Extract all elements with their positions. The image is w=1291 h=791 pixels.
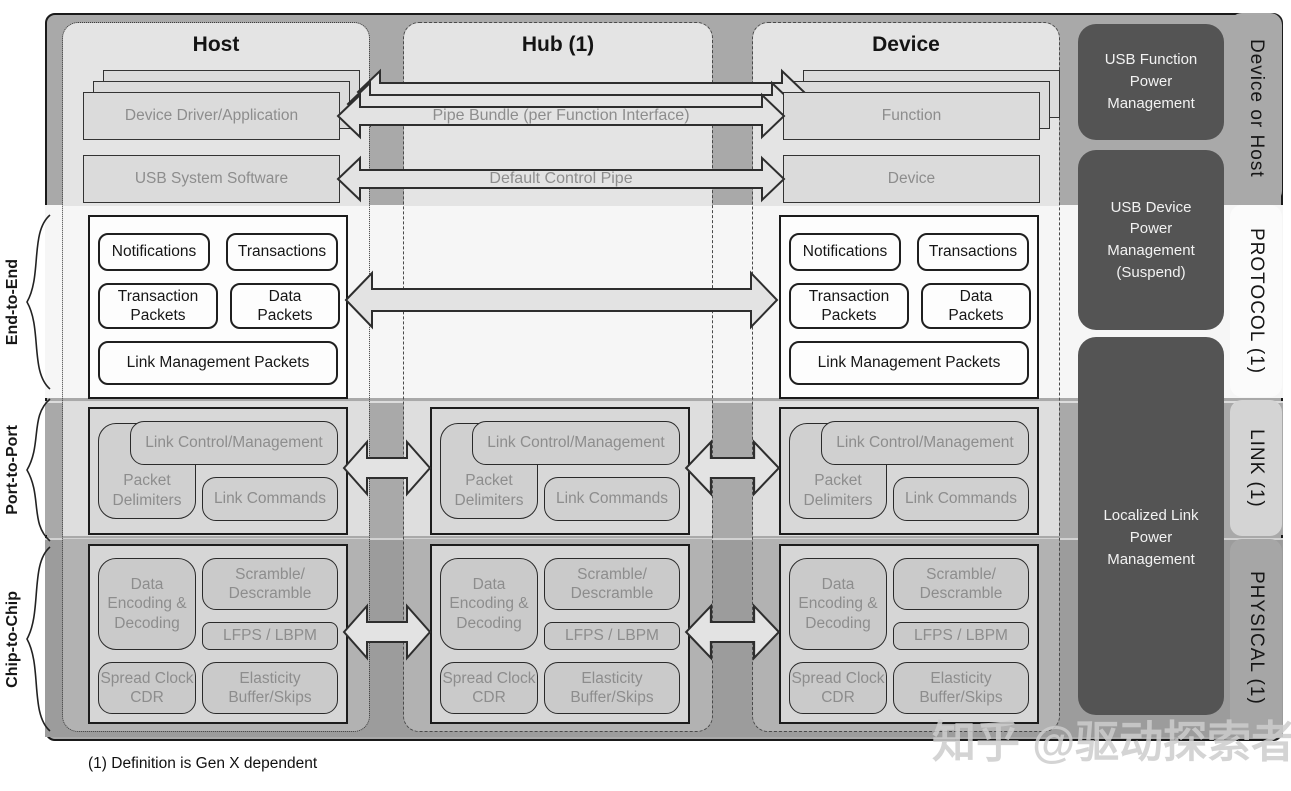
host-scramble-box: Scramble/ Descramble [202,558,338,610]
hub-link-commands-box: Link Commands [544,477,680,521]
hub-scramble-box: Scramble/ Descramble [544,558,680,610]
host-link-control-box: Link Control/Management [130,421,338,465]
device-or-host-label: Device or Host [1246,38,1267,178]
host-transaction-packets-box: Transaction Packets [98,283,218,329]
link-hub-device-arrow-icon [684,439,781,497]
device-elasticity-box: Elasticity Buffer/Skips [893,662,1029,714]
device-link-control-box: Link Control/Management [821,421,1029,465]
watermark: 知乎 @驱动探索者 [932,718,1291,767]
device-notifications-box: Notifications [789,233,901,271]
physical-host-hub-arrow-icon [342,603,432,661]
default-control-pipe-arrow-icon [336,155,786,203]
host-transactions-box: Transactions [226,233,338,271]
device-data-encoding-box: Data Encoding & Decoding [789,558,887,650]
localized-link-power-box: Localized Link Power Management [1078,337,1224,715]
layer-braces-icon [26,214,51,732]
host-protocol-container: Notifications Transactions Transaction P… [88,215,348,399]
port-to-port-wrap: Port-to-Port [0,399,26,541]
physical-hub-device-arrow-icon [684,603,781,661]
hub-data-encoding-box: Data Encoding & Decoding [440,558,538,650]
link-strip: LINK (1) [1230,400,1282,536]
end-to-end-wrap: End-to-End [0,215,26,389]
hub-physical-container: Data Encoding & Decoding Scramble/ Descr… [430,544,690,724]
link-label: LINK (1) [1246,428,1267,508]
physical-strip: PHYSICAL (1) [1230,539,1282,737]
host-link-management-packets-box: Link Management Packets [98,341,338,385]
host-link-commands-box: Link Commands [202,477,338,521]
device-scramble-box: Scramble/ Descramble [893,558,1029,610]
device-link-management-packets-box: Link Management Packets [789,341,1029,385]
chip-to-chip-label: Chip-to-Chip [4,590,21,688]
device-data-packets-box: Data Packets [921,283,1031,329]
hub-link-control-box: Link Control/Management [472,421,680,465]
port-to-port-label: Port-to-Port [4,425,21,515]
protocol-strip: PROTOCOL (1) [1230,205,1282,397]
hub-elasticity-box: Elasticity Buffer/Skips [544,662,680,714]
host-data-encoding-box: Data Encoding & Decoding [98,558,196,650]
link-host-hub-arrow-icon [342,439,432,497]
protocol-label: PROTOCOL (1) [1246,227,1267,375]
hub-title: Hub (1) [521,33,595,56]
device-physical-container: Data Encoding & Decoding Scramble/ Descr… [779,544,1039,724]
default-control-pipe-label: Default Control Pipe [489,170,633,187]
chip-to-chip-wrap: Chip-to-Chip [0,547,26,731]
device-title: Device [872,33,940,56]
usb-function-power-box: USB Function Power Management [1078,24,1224,140]
host-spread-clock-box: Spread Clock CDR [98,662,196,714]
device-lfps-box: LFPS / LBPM [893,622,1029,650]
hub-lfps-box: LFPS / LBPM [544,622,680,650]
device-link-container: Packet Delimiters Link Control/Managemen… [779,407,1039,535]
end-to-end-label: End-to-End [4,258,21,346]
hub-spread-clock-box: Spread Clock CDR [440,662,538,714]
host-lfps-box: LFPS / LBPM [202,622,338,650]
pipe-bundle-label: Pipe Bundle (per Function Interface) [432,107,690,124]
pipe-bundle-arrow-icon [336,92,786,140]
device-link-commands-box: Link Commands [893,477,1029,521]
device-function-box: Function [783,92,1040,140]
device-or-host-strip: Device or Host [1230,13,1282,203]
device-spread-clock-box: Spread Clock CDR [789,662,887,714]
hub-link-container: Packet Delimiters Link Control/Managemen… [430,407,690,535]
device-transactions-box: Transactions [917,233,1029,271]
host-software-box: USB System Software [83,155,340,203]
host-physical-container: Data Encoding & Decoding Scramble/ Descr… [88,544,348,724]
host-notifications-box: Notifications [98,233,210,271]
footnote: (1) Definition is Gen X dependent [88,755,318,772]
host-data-packets-box: Data Packets [230,283,340,329]
host-link-container: Packet Delimiters Link Control/Managemen… [88,407,348,535]
host-title: Host [192,33,240,56]
host-driver-box: Device Driver/Application [83,92,340,140]
device-transaction-packets-box: Transaction Packets [789,283,909,329]
usb-device-power-box: USB Device Power Management (Suspend) [1078,150,1224,330]
protocol-end-to-end-arrow-icon [344,270,779,330]
device-device-box: Device [783,155,1040,203]
physical-label: PHYSICAL (1) [1246,571,1267,705]
device-protocol-container: Notifications Transactions Transaction P… [779,215,1039,399]
host-elasticity-box: Elasticity Buffer/Skips [202,662,338,714]
